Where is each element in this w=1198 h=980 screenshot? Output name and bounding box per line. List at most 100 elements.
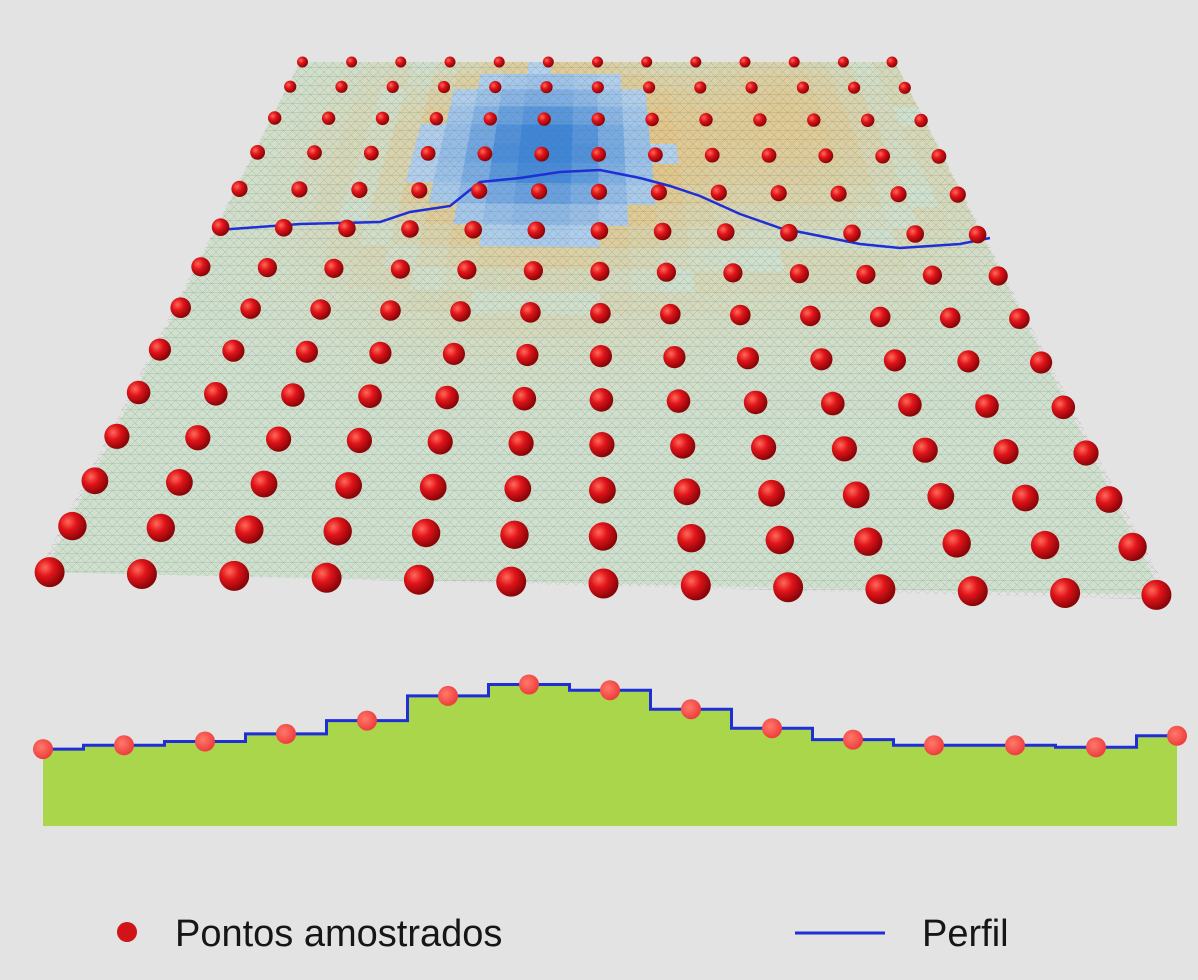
sample-point	[170, 297, 191, 319]
sample-point	[166, 469, 193, 496]
sample-point	[531, 183, 548, 200]
sample-point	[390, 259, 410, 279]
sample-point	[274, 219, 293, 237]
sample-point	[663, 346, 686, 369]
sample-point	[346, 56, 358, 68]
sample-point	[1030, 351, 1053, 374]
sample-point	[590, 302, 611, 324]
sample-point	[589, 345, 613, 368]
sample-point	[321, 111, 336, 125]
sample-point	[780, 223, 798, 242]
profile-sample-point	[600, 680, 620, 701]
sample-point	[765, 525, 794, 555]
sample-point	[869, 306, 891, 328]
profile-section	[33, 674, 1187, 826]
sample-point	[401, 220, 419, 238]
sample-point	[450, 301, 471, 322]
sample-point	[789, 264, 810, 284]
sample-point	[250, 470, 278, 498]
sample-point	[444, 56, 456, 68]
profile-sample-point	[681, 699, 701, 720]
sample-point	[723, 263, 743, 283]
sample-point	[363, 145, 379, 161]
sample-point	[861, 113, 875, 128]
sample-point	[898, 393, 922, 417]
sample-point	[403, 564, 434, 595]
sample-point	[788, 56, 800, 68]
sample-point	[523, 261, 544, 281]
sample-point	[250, 145, 265, 160]
sample-point	[942, 529, 971, 558]
sample-point	[222, 339, 245, 362]
sample-point	[386, 80, 399, 93]
profile-sample-point	[843, 729, 863, 750]
sample-point	[875, 148, 891, 164]
sample-point	[650, 184, 668, 201]
sample-point	[660, 303, 681, 325]
sample-point	[537, 112, 551, 126]
red-dot-icon	[117, 922, 137, 942]
sample-point	[1050, 578, 1081, 608]
profile-line	[43, 683, 1177, 751]
sample-point	[516, 343, 539, 367]
sample-point	[739, 56, 751, 68]
profile-sample-point	[276, 723, 296, 744]
sample-point	[865, 574, 896, 605]
sample-point	[914, 113, 928, 128]
sample-point	[471, 182, 488, 199]
sample-point	[690, 56, 702, 68]
sample-point	[351, 181, 368, 198]
sample-point	[656, 262, 677, 282]
profile-sample-point	[762, 718, 782, 739]
sample-point	[588, 522, 618, 551]
sample-point	[540, 81, 553, 94]
sample-point	[736, 347, 760, 370]
sample-point	[589, 432, 615, 458]
sample-point	[957, 350, 980, 373]
sample-point	[810, 348, 833, 371]
sample-point	[435, 385, 459, 410]
sample-point	[949, 186, 966, 203]
sample-point	[204, 382, 228, 406]
sample-point	[324, 258, 344, 278]
sample-point	[411, 182, 428, 199]
sample-point	[831, 436, 858, 462]
profile-sample-point	[357, 710, 377, 731]
sample-point	[512, 386, 537, 411]
sample-point	[411, 518, 441, 548]
sample-point	[730, 304, 751, 326]
sample-point	[1095, 486, 1123, 513]
sample-point	[854, 527, 883, 556]
surface-sample-points	[34, 56, 1172, 610]
sample-point	[266, 426, 292, 452]
sample-point	[427, 429, 453, 455]
legend-points-label: Pontos amostrados	[175, 913, 502, 955]
sample-point	[464, 220, 483, 239]
sample-point	[375, 111, 390, 126]
sample-point	[906, 225, 924, 243]
sample-point	[645, 112, 659, 127]
sample-point	[420, 146, 436, 161]
sample-point	[380, 300, 401, 321]
sample-point	[534, 146, 550, 162]
sample-point	[211, 218, 230, 236]
sample-point	[483, 112, 497, 126]
sample-point	[653, 222, 672, 241]
sample-point	[716, 223, 735, 241]
sample-point	[146, 513, 175, 543]
sample-point	[591, 81, 604, 94]
sample-point	[1012, 484, 1039, 512]
sample-point	[842, 481, 870, 509]
legend: Pontos amostrados Perfil	[117, 913, 1009, 955]
sample-point	[58, 511, 87, 541]
sample-point	[796, 81, 810, 94]
sample-point	[185, 425, 211, 451]
sample-point	[369, 341, 392, 364]
sample-point	[323, 517, 352, 546]
profile-sample-point	[1086, 737, 1106, 758]
sample-point	[338, 219, 356, 238]
sample-point	[680, 570, 711, 601]
sample-point	[437, 80, 451, 94]
sample-point	[81, 467, 109, 495]
sample-point	[773, 572, 804, 603]
